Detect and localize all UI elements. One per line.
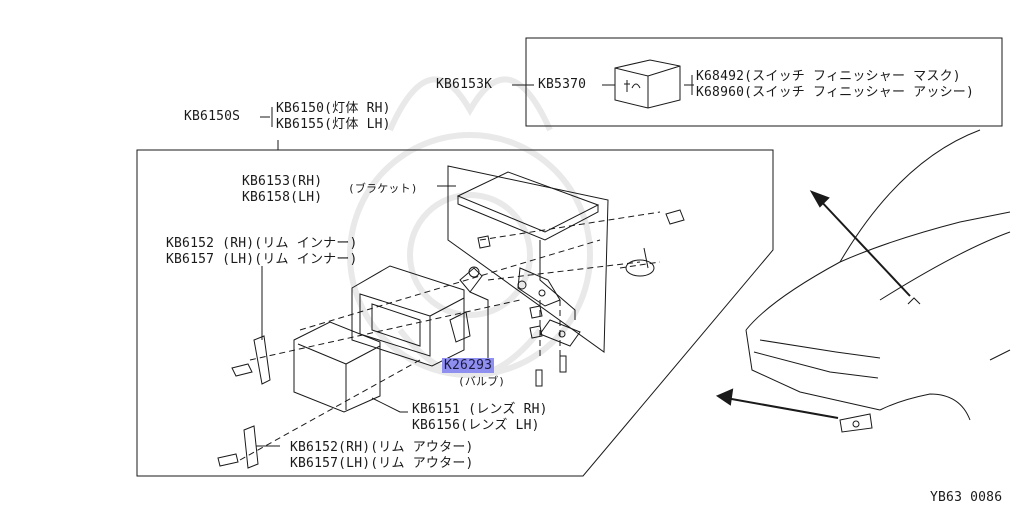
label-kb6151-lens-rh: KB6151 (レンズ RH) <box>412 402 548 417</box>
switch-finisher-box <box>525 37 1003 127</box>
switch-finisher-icon <box>614 59 681 109</box>
car-illustration <box>745 129 1011 433</box>
assembly-dashed-lines <box>239 211 661 461</box>
label-kb5370: KB5370 <box>538 77 587 92</box>
label-kb6152-rim-outer-rh: KB6152(RH)(リム アウター) <box>290 440 474 455</box>
label-kb6157-rim-inner-lh: KB6157 (LH)(リム インナー) <box>166 252 358 267</box>
label-k26293-bulb-highlighted[interactable]: K26293 <box>442 358 495 373</box>
label-kb6152-rim-inner-rh: KB6152 (RH)(リム インナー) <box>166 236 358 251</box>
label-kb6153-rh: KB6153(RH) <box>242 174 323 189</box>
label-bracket: (ブラケット) <box>348 182 418 195</box>
label-k68492-mask: K68492(スイッチ フィニッシャー マスク) <box>696 69 961 84</box>
lens-drawing <box>293 321 381 413</box>
watermark-emblem <box>347 76 593 378</box>
wire-clip <box>625 247 655 277</box>
label-kb6150s: KB6150S <box>184 109 241 124</box>
bracket-drawing <box>447 165 609 353</box>
label-k68960-assy: K68960(スイッチ フィニッシャー アッシー) <box>696 85 975 100</box>
label-kb6156-lens-lh: KB6156(レンズ LH) <box>412 418 540 433</box>
leader-lines-frame <box>256 185 489 447</box>
label-kb6150-body-rh: KB6150(灯体 RH) <box>276 101 391 116</box>
leader-lines-top <box>260 75 694 150</box>
rim-inner-drawing <box>253 335 271 385</box>
label-kb6157-rim-outer-lh: KB6157(LH)(リム アウター) <box>290 456 474 471</box>
pointer-arrows <box>715 190 911 419</box>
diagram-code: YB63 0086 <box>930 490 1003 505</box>
label-kb6155-body-lh: KB6155(灯体 LH) <box>276 117 391 132</box>
label-kb6153k: KB6153K <box>436 77 493 92</box>
lamp-housing-drawing <box>351 265 483 367</box>
fasteners <box>217 209 685 467</box>
label-bulb: (バルブ) <box>458 375 506 388</box>
fog-lamp-frame <box>136 149 774 477</box>
label-kb6158-lh: KB6158(LH) <box>242 190 323 205</box>
rim-outer-drawing <box>243 425 259 469</box>
